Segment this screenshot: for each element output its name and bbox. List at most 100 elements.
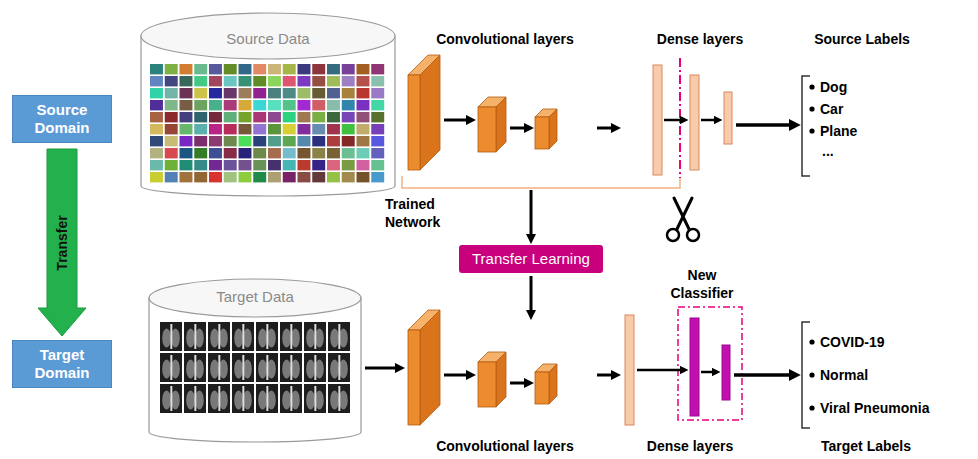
xray-spine bbox=[314, 324, 316, 349]
image-tile bbox=[224, 148, 237, 158]
node-text: Source Domain bbox=[19, 101, 105, 137]
image-tile bbox=[327, 64, 340, 74]
class-label: Car bbox=[820, 100, 843, 118]
image-tile bbox=[298, 136, 311, 146]
xray-lung bbox=[186, 328, 195, 347]
xray-background bbox=[280, 384, 302, 413]
xray-lung bbox=[210, 328, 219, 347]
image-tile bbox=[312, 112, 325, 122]
image-tile bbox=[194, 160, 207, 170]
class-label: Plane bbox=[820, 122, 857, 140]
image-tile bbox=[180, 136, 193, 146]
xray-background bbox=[328, 353, 350, 382]
xray-background bbox=[208, 384, 230, 413]
new-classifier-frame bbox=[678, 307, 742, 420]
conv-layer-block bbox=[408, 55, 440, 170]
scissors-blade bbox=[677, 198, 692, 229]
image-tile bbox=[312, 148, 325, 158]
block-side bbox=[420, 310, 440, 425]
image-tile bbox=[357, 76, 370, 86]
image-tile bbox=[209, 100, 222, 110]
image-tile bbox=[253, 172, 266, 182]
image-tile bbox=[298, 112, 311, 122]
image-tile bbox=[327, 76, 340, 86]
dense-layer-bar bbox=[653, 65, 662, 175]
scissors-handle bbox=[667, 229, 679, 241]
image-tile bbox=[253, 76, 266, 86]
xray-lung bbox=[162, 390, 171, 409]
image-tile bbox=[371, 136, 384, 146]
image-tile bbox=[298, 172, 311, 182]
image-tile bbox=[165, 88, 178, 98]
xray-lung bbox=[282, 390, 291, 409]
xray-background bbox=[304, 384, 326, 413]
image-tile bbox=[253, 88, 266, 98]
image-tile bbox=[165, 136, 178, 146]
image-tile bbox=[150, 76, 163, 86]
dense-layer-bar bbox=[690, 75, 699, 170]
image-tile bbox=[150, 88, 163, 98]
image-tile bbox=[342, 124, 355, 134]
xray-background bbox=[160, 322, 182, 351]
cylinder-top bbox=[149, 279, 361, 317]
xray-spine bbox=[290, 386, 292, 411]
section-label: Target Labels bbox=[821, 437, 911, 455]
xray-tile bbox=[280, 384, 302, 413]
xray-spine bbox=[338, 355, 340, 380]
image-tile bbox=[165, 76, 178, 86]
image-tile bbox=[298, 148, 311, 158]
image-tile bbox=[342, 160, 355, 170]
xray-tile bbox=[184, 353, 206, 382]
xray-tile bbox=[208, 384, 230, 413]
image-tile bbox=[268, 136, 281, 146]
image-tile bbox=[342, 112, 355, 122]
section-label: Trained Network bbox=[385, 195, 465, 231]
image-tile bbox=[165, 148, 178, 158]
image-tile bbox=[283, 160, 296, 170]
image-tile bbox=[371, 100, 384, 110]
image-tile bbox=[327, 100, 340, 110]
xray-background bbox=[256, 384, 278, 413]
image-tile bbox=[268, 76, 281, 86]
image-tile bbox=[283, 64, 296, 74]
image-tile bbox=[194, 124, 207, 134]
flow-arrow bbox=[701, 119, 719, 122]
class-label: COVID-19 bbox=[820, 333, 885, 351]
xray-tile bbox=[256, 384, 278, 413]
block-front bbox=[408, 75, 420, 170]
image-tile bbox=[253, 160, 266, 170]
xray-lung bbox=[330, 390, 339, 409]
xray-tile bbox=[232, 384, 254, 413]
image-tile bbox=[165, 112, 178, 122]
transfer-learning-box: Transfer Learning bbox=[459, 245, 603, 273]
image-tile bbox=[239, 76, 252, 86]
xray-lung bbox=[306, 328, 315, 347]
image-tile bbox=[312, 100, 325, 110]
cylinder-body bbox=[149, 298, 361, 442]
image-tile bbox=[194, 64, 207, 74]
image-tile bbox=[357, 160, 370, 170]
image-tile bbox=[239, 160, 252, 170]
class-label: Normal bbox=[820, 366, 868, 384]
image-tile bbox=[239, 136, 252, 146]
image-tile bbox=[180, 160, 193, 170]
image-tile bbox=[165, 100, 178, 110]
image-tile bbox=[357, 136, 370, 146]
xray-spine bbox=[194, 324, 196, 349]
flow-arrow bbox=[510, 382, 530, 385]
xray-background bbox=[280, 322, 302, 351]
conv-layer-block bbox=[408, 310, 440, 425]
image-grid bbox=[150, 64, 384, 182]
xray-background bbox=[280, 353, 302, 382]
data-cylinder: Target Data bbox=[148, 278, 362, 443]
flow-arrow bbox=[597, 127, 617, 130]
domain-box: Source Domain bbox=[12, 95, 112, 143]
block-side bbox=[549, 109, 557, 149]
bullet-dot bbox=[809, 84, 814, 89]
image-tile bbox=[371, 160, 384, 170]
section-label: Dense layers bbox=[657, 30, 743, 48]
image-tile bbox=[253, 64, 266, 74]
xray-tile bbox=[304, 353, 326, 382]
cylinder-top bbox=[141, 13, 395, 59]
